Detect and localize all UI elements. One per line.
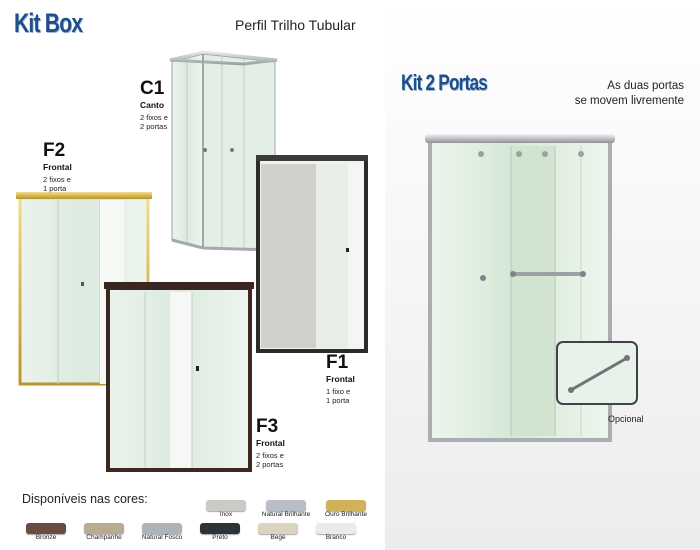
swatch-chip [326,500,366,511]
swatch-chip [26,523,66,534]
swatch-label: Ouro Brilhante [325,511,367,518]
model-code: F1 [326,352,349,373]
model-kind: Frontal [256,438,285,448]
model-f2: F2 Frontal 2 fixos e 1 porta [43,140,72,193]
model-desc: 1 fixo e 1 porta [326,387,351,405]
swatch-chip [142,523,182,534]
swatch-chip [266,500,306,511]
swatch-label: Branco [325,534,347,541]
subtitle-line-1: As duas portas [607,80,684,92]
swatch-chip [258,523,298,534]
color-swatch: Bronze [16,523,76,541]
swatch-label: Preto [212,534,228,541]
swatch-label: Bronze [35,534,57,541]
model-kind: Canto [140,100,165,110]
subtitle-line-2: se movem livremente [574,95,684,107]
optional-label: Opcional [608,414,644,424]
f1-shower-illustration [256,155,368,353]
swatch-label: Champanhe [86,534,122,541]
swatch-chip [316,523,356,534]
colors-title: Disponíveis nas cores: [22,492,148,506]
color-swatch: Champanhe [74,523,134,541]
model-code: F3 [256,416,279,437]
color-swatch: Ouro Brilhante [316,500,376,518]
model-desc: 2 fixos e 2 portas [256,451,284,469]
swatch-label: Natural Fosco [141,534,183,541]
kit-box-subtitle: Perfil Trilho Tubular [235,17,356,33]
color-swatch: Natural Brilhante [256,500,316,518]
color-swatch: Natural Fosco [132,523,192,541]
f3-shower-illustration [104,282,254,472]
kit-box-illustrations [16,50,368,472]
kit-2-portas-title: Kit 2 Portas [401,70,488,95]
kit-box-title: Kit Box [14,8,83,38]
swatch-label: Inox [219,511,233,518]
model-f1: F1 Frontal 1 fixo e 1 porta [326,352,355,405]
color-swatch: Branco [306,523,366,541]
model-desc: 2 fixos e 1 porta [43,175,71,193]
color-swatch: Inox [196,500,256,518]
swatch-label: Bege [270,534,286,541]
kit-2-portas-subtitle: As duas portas se movem livremente [540,79,684,109]
model-kind: Frontal [43,162,72,172]
model-desc: 2 fixos e 2 portas [140,113,168,131]
model-code: F2 [43,140,66,161]
model-c1: C1 Canto 2 fixos e 2 portas [140,78,168,131]
color-swatch: Preto [190,523,250,541]
swatch-label: Natural Brilhante [261,511,311,518]
swatch-chip [200,523,240,534]
color-swatch: Bege [248,523,308,541]
kit-2-portas-illustration [425,134,638,442]
swatch-chip [84,523,124,534]
model-code: C1 [140,78,165,99]
model-kind: Frontal [326,374,355,384]
model-f3: F3 Frontal 2 fixos e 2 portas [256,416,285,469]
swatch-chip [206,500,246,511]
